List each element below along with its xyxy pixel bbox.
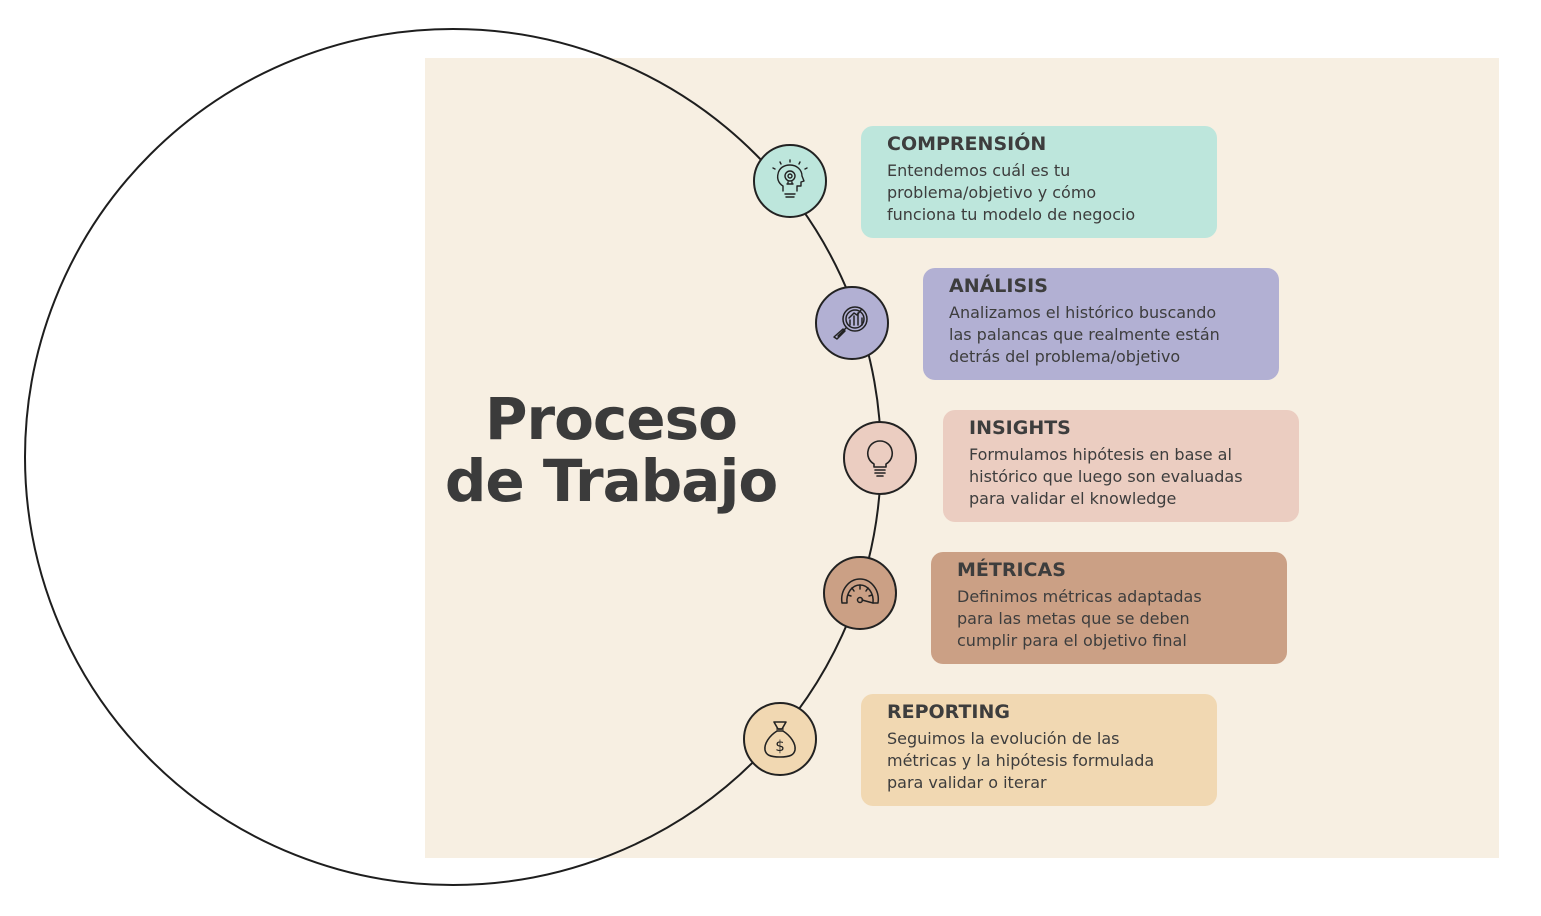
step-card-insights: INSIGHTS Formulamos hipótesis en base al…: [943, 410, 1299, 522]
step-card-comprension: COMPRENSIÓN Entendemos cuál es tu proble…: [861, 126, 1217, 238]
step-node-metricas: [823, 556, 897, 630]
step-title: MÉTRICAS: [957, 559, 1066, 581]
step-line: métricas y la hipótesis formulada: [887, 751, 1155, 770]
page-title: Proceso de Trabajo: [430, 388, 792, 512]
step-line: Seguimos la evolución de las: [887, 729, 1120, 748]
step-node-comprension: [753, 144, 827, 218]
step-title: COMPRENSIÓN: [887, 133, 1047, 155]
step-line: detrás del problema/objetivo: [949, 347, 1181, 366]
step-line: problema/objetivo y cómo: [887, 183, 1097, 202]
title-line-2: de Trabajo: [444, 447, 778, 515]
step-line: cumplir para el objetivo final: [957, 631, 1187, 650]
step-card-metricas: MÉTRICAS Definimos métricas adaptadas pa…: [931, 552, 1287, 664]
step-node-analisis: [815, 286, 889, 360]
svg-text:$: $: [775, 737, 785, 755]
magnifier-chart-icon: [833, 306, 868, 340]
money-bag-icon: $: [764, 721, 796, 758]
step-line: funciona tu modelo de negocio: [887, 205, 1136, 224]
step-description: Analizamos el histórico buscando las pal…: [949, 302, 1263, 368]
step-description: Formulamos hipótesis en base al históric…: [969, 444, 1283, 510]
step-line: Definimos métricas adaptadas: [957, 587, 1202, 606]
step-node-insights: [843, 421, 917, 495]
step-description: Entendemos cuál es tu problema/objetivo …: [887, 160, 1201, 226]
step-title: INSIGHTS: [969, 417, 1071, 439]
step-title: ANÁLISIS: [949, 275, 1048, 297]
step-card-reporting: REPORTING Seguimos la evolución de las m…: [861, 694, 1217, 806]
step-line: Formulamos hipótesis en base al: [969, 445, 1232, 464]
step-description: Definimos métricas adaptadas para las me…: [957, 586, 1271, 652]
step-node-reporting: $: [743, 702, 817, 776]
step-card-analisis: ANÁLISIS Analizamos el histórico buscand…: [923, 268, 1279, 380]
step-line: histórico que luego son evaluadas: [969, 467, 1243, 486]
lightbulb-icon: [866, 440, 894, 477]
step-line: Entendemos cuál es tu: [887, 161, 1071, 180]
step-line: las palancas que realmente están: [949, 325, 1220, 344]
title-line-1: Proceso: [484, 385, 738, 453]
head-lightbulb-icon: [772, 159, 808, 198]
speedometer-icon: [840, 578, 880, 604]
step-line: para las metas que se deben: [957, 609, 1190, 628]
step-description: Seguimos la evolución de las métricas y …: [887, 728, 1201, 794]
step-title: REPORTING: [887, 701, 1010, 723]
step-line: para validar el knowledge: [969, 489, 1177, 508]
step-line: para validar o iterar: [887, 773, 1047, 792]
step-line: Analizamos el histórico buscando: [949, 303, 1217, 322]
